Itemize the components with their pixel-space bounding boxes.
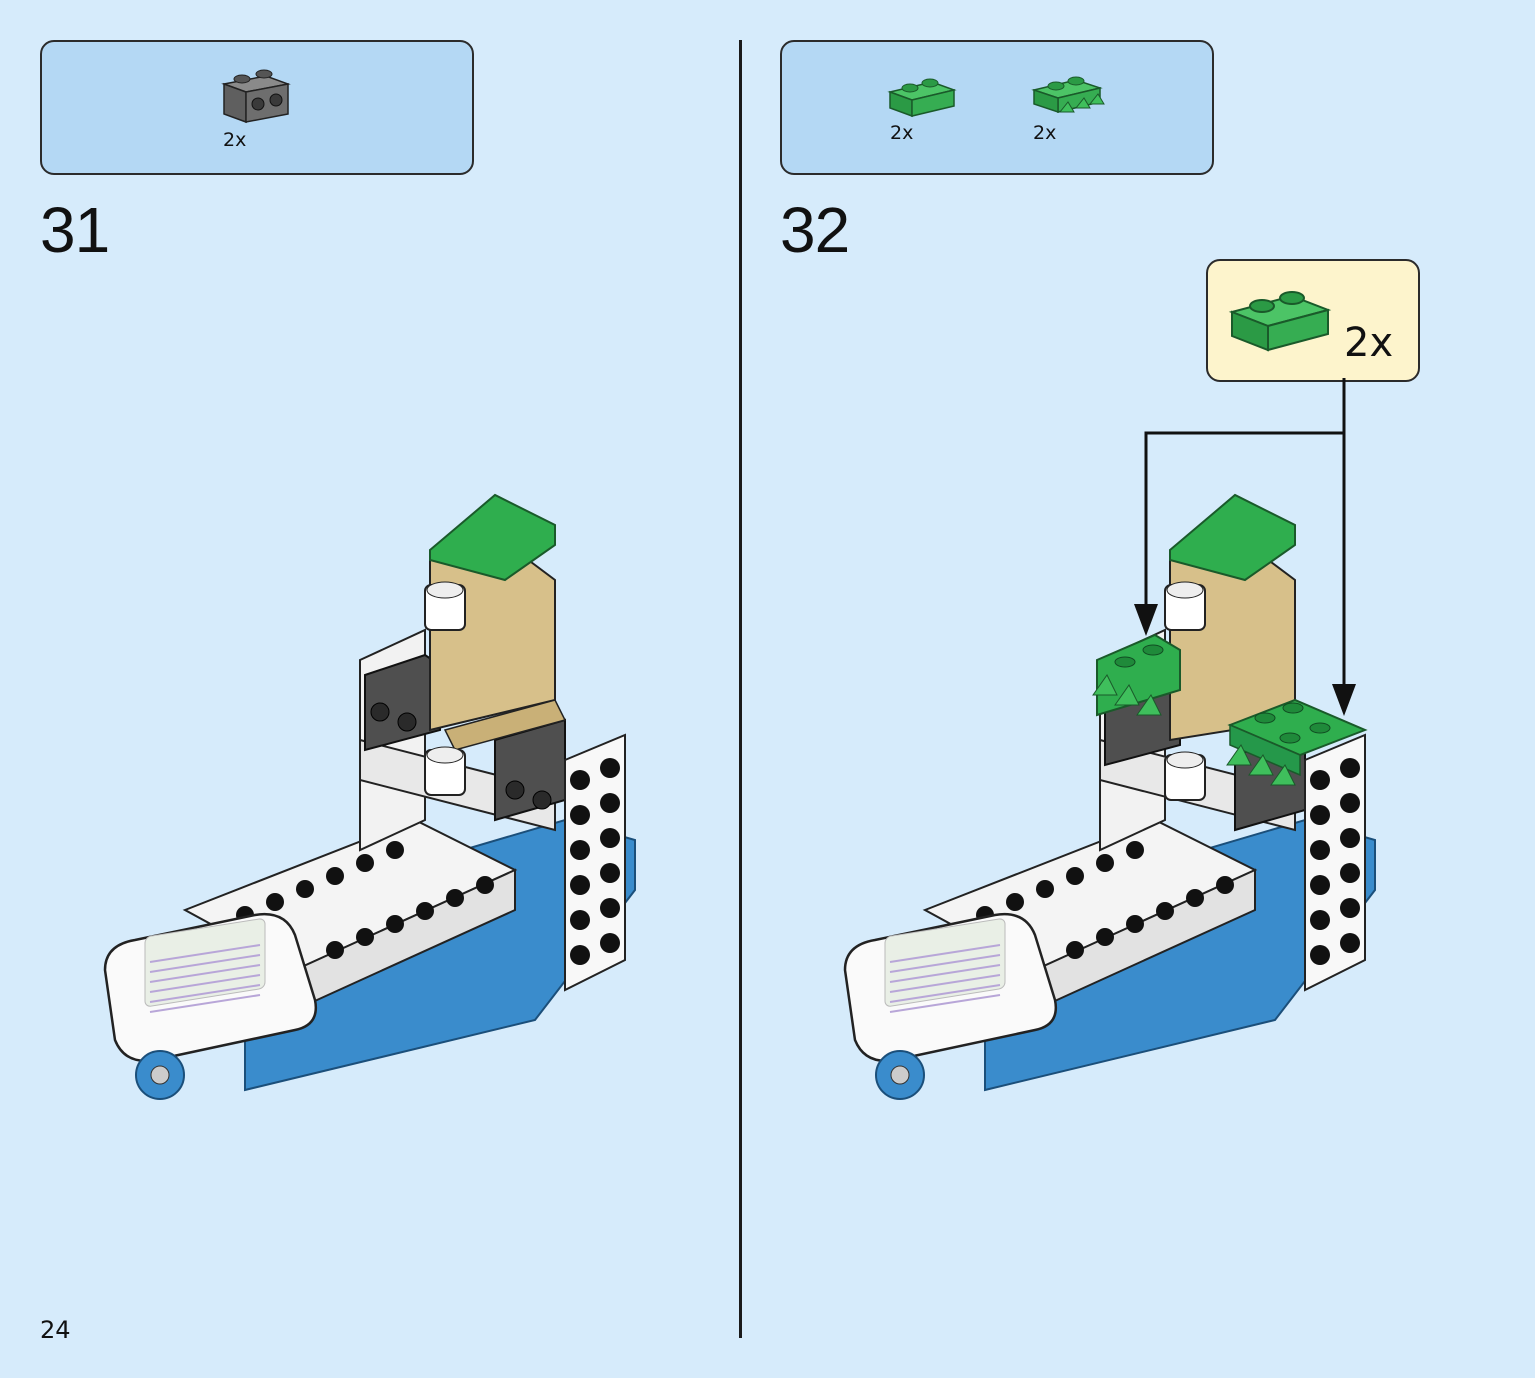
green-plate-icon [887,78,957,118]
dark-gray-brick-icon [221,69,291,124]
model-illustration-step-32 [843,493,1376,1100]
step-number-32: 32 [780,194,850,266]
callout-qty: 2x [1344,320,1394,366]
part-qty-green-plate: 2x [890,122,914,144]
part-qty-step-31: 2x [223,129,247,151]
placement-arrows [1134,378,1356,716]
step-number-31: 31 [40,194,110,266]
parts-box-step-32 [780,40,1214,175]
green-plate-with-teeth-icon [1031,76,1105,114]
part-qty-green-plate-teeth: 2x [1033,122,1057,144]
callout-green-plate-icon [1228,291,1332,352]
model-illustration-step-31 [103,493,636,1100]
page-number: 24 [40,1316,71,1344]
page-divider [739,40,742,1338]
